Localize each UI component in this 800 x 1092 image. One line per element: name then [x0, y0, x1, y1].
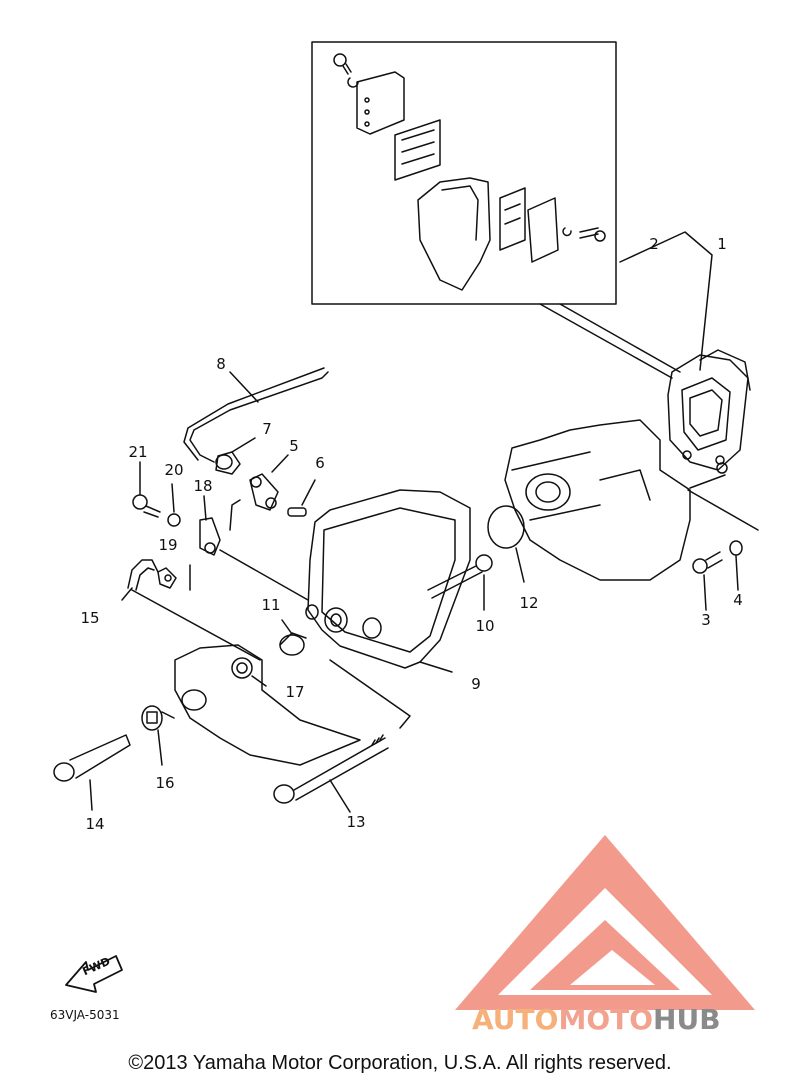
callout-12: 12 [519, 594, 539, 612]
part-18-bracket [189, 495, 309, 601]
part-small-washers [716, 462, 728, 474]
callout-20: 20 [164, 461, 184, 479]
part-6-pin [287, 479, 316, 517]
part-16-grommet [141, 705, 175, 766]
part-10-bolt [427, 554, 493, 611]
part-17-grommet [231, 657, 267, 687]
leader-lines-top [619, 231, 713, 371]
inset-reed-valve-box [311, 41, 681, 379]
callout-19: 19 [158, 536, 178, 554]
callout-21: 21 [128, 443, 148, 461]
part-7-clip [215, 437, 256, 475]
part-11-plug [279, 619, 307, 656]
part-8-hose [183, 367, 329, 463]
part-21-screw [132, 461, 161, 518]
watermark-moto: MOTO [558, 1003, 654, 1036]
part-intake-body [504, 419, 759, 581]
callout-6: 6 [315, 454, 325, 472]
watermark-logo-icon [455, 835, 755, 1010]
part-reed-valve-assembly [667, 349, 751, 471]
callout-8: 8 [216, 355, 226, 373]
callout-4: 4 [733, 591, 743, 609]
callout-16: 16 [155, 774, 175, 792]
callout-13: 13 [346, 813, 366, 831]
part-lower-cover [174, 644, 411, 766]
part-4-washer [729, 540, 743, 591]
copyright-notice: ©2013 Yamaha Motor Corporation, U.S.A. A… [128, 1052, 672, 1074]
part-14-pin [53, 734, 131, 811]
watermark-hub: HUB [653, 1003, 721, 1036]
part-20-washer [167, 483, 181, 527]
callout-1: 1 [717, 235, 727, 253]
part-19-fitting [157, 567, 177, 589]
callout-2: 2 [649, 235, 659, 253]
watermark-brand-text: AUTOMOTOHUB [472, 1003, 721, 1036]
callout-7: 7 [262, 420, 272, 438]
fwd-arrow-icon [65, 955, 123, 993]
part-3-bolt [692, 551, 723, 611]
part-9-silencer [305, 489, 471, 673]
callout-18: 18 [193, 477, 213, 495]
watermark-auto: AUTO [472, 1003, 559, 1036]
part-12-o-ring [487, 505, 525, 583]
callout-3: 3 [701, 611, 711, 629]
callout-10: 10 [475, 617, 495, 635]
callout-9: 9 [471, 675, 481, 693]
diagram-part-code: 63VJA-5031 [50, 1008, 120, 1022]
part-15-hose [121, 559, 261, 661]
callout-5: 5 [289, 437, 299, 455]
callout-17: 17 [285, 683, 305, 701]
part-13-bolt [273, 734, 389, 813]
callout-15: 15 [80, 609, 100, 627]
callout-11: 11 [261, 596, 281, 614]
part-5-joint [229, 454, 289, 531]
callout-14: 14 [85, 815, 105, 833]
